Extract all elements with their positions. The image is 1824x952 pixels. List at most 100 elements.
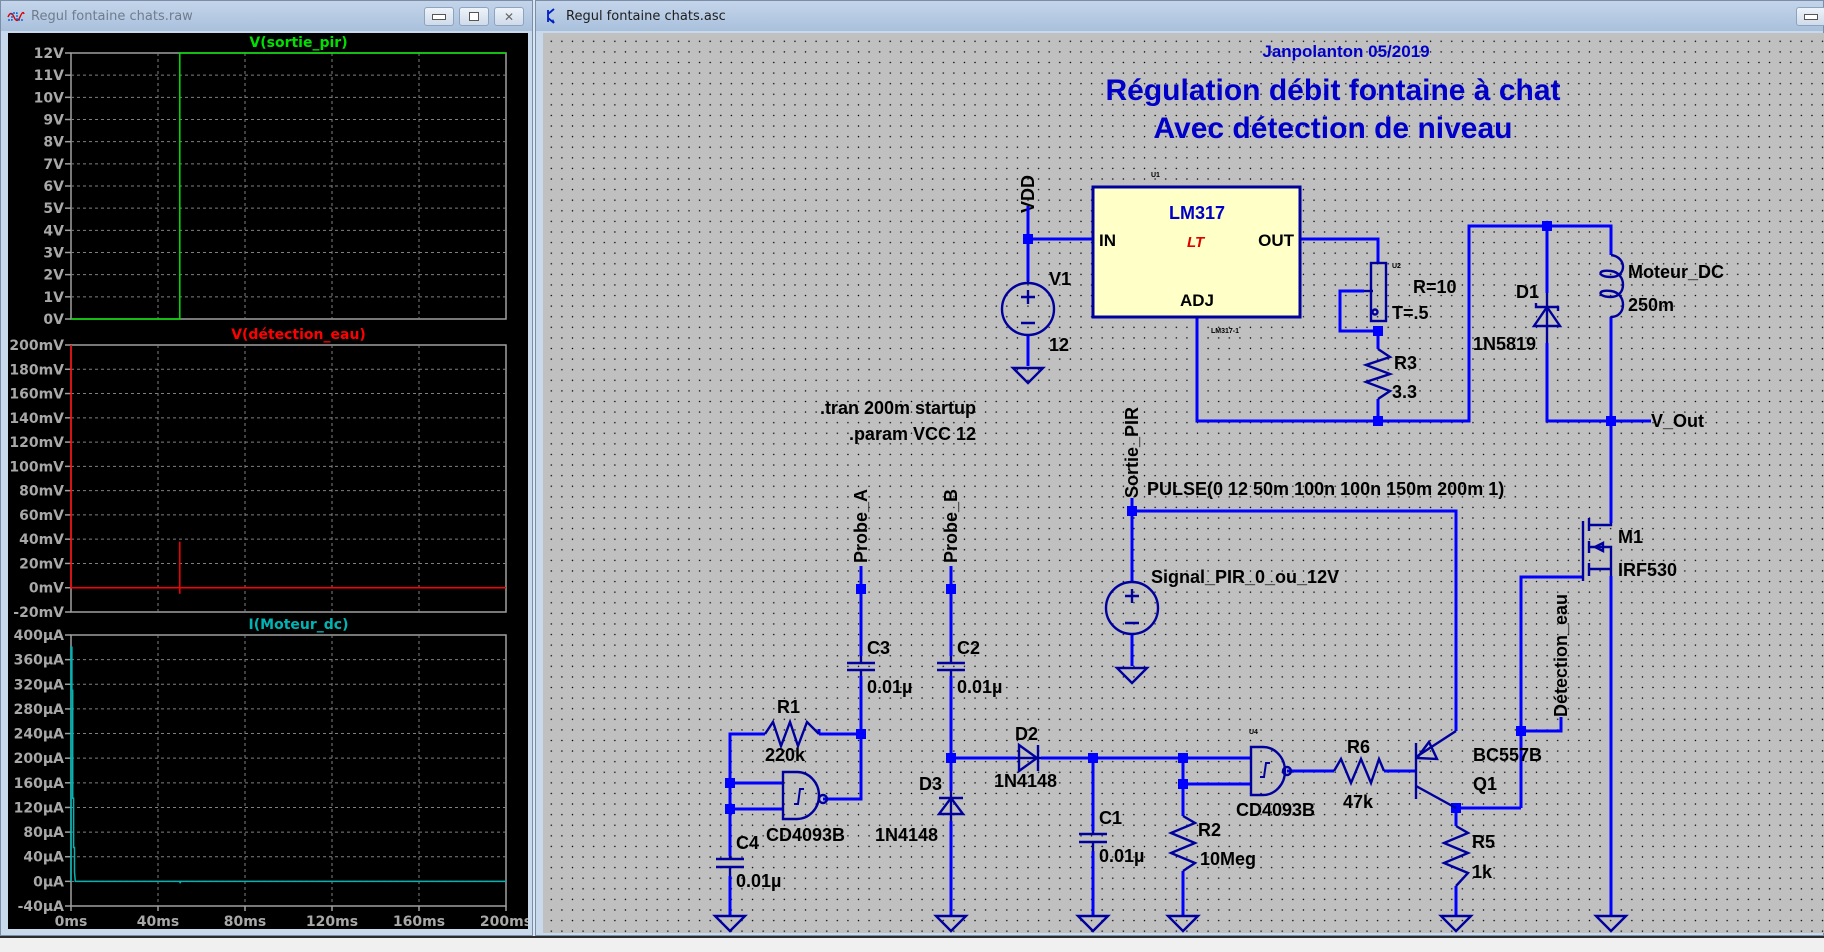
capacitor-c2-icon[interactable] [937, 656, 965, 676]
vdd-net-label[interactable]: VDD [1018, 175, 1038, 213]
y-tick-label: 7V [43, 157, 64, 173]
resistor-r1-icon[interactable] [764, 718, 820, 750]
wire [1300, 237, 1380, 263]
close-button[interactable]: ✕ [494, 7, 524, 26]
junction-dot [725, 804, 735, 814]
wire [1132, 509, 1458, 731]
junction-dot [1373, 326, 1383, 336]
plot-title: I(Moteur_dc) [249, 617, 349, 633]
capacitor-c1-icon[interactable] [1079, 831, 1107, 851]
schematic-canvas[interactable]: LT Janpolanton 05/2019 Régulation débit … [543, 33, 1824, 933]
minimize-icon [1804, 13, 1818, 20]
junction-dot [856, 729, 866, 739]
y-tick-label: 140mV [9, 411, 64, 427]
ground-icon [712, 914, 748, 933]
maximize-button[interactable] [459, 7, 489, 26]
y-tick-label: 4V [43, 223, 64, 239]
y-tick-label: -20mV [13, 605, 64, 621]
m1-value: IRF530 [1618, 560, 1677, 580]
r1-value: 220k [765, 745, 806, 765]
junction-dot [1178, 753, 1188, 763]
plot-frame [70, 634, 507, 907]
d2-label: D2 [1015, 724, 1038, 744]
plot-frame [70, 344, 507, 613]
resistor-r5-icon[interactable] [1440, 824, 1472, 887]
detection-eau-net-label[interactable]: Détection_eau [1551, 594, 1571, 717]
capacitor-c3-icon[interactable] [847, 656, 875, 676]
trace-2 [70, 646, 506, 884]
y-tick-label: 9V [43, 113, 64, 129]
y-tick-label: 120µA [14, 800, 65, 816]
y-tick-label: 0µA [33, 874, 64, 890]
transistor-q1-icon[interactable] [1414, 729, 1457, 810]
schematic-minimize-button[interactable] [1796, 7, 1824, 26]
probe-b-net-label[interactable]: Probe_B [941, 489, 961, 563]
r6-label: R6 [1347, 737, 1370, 757]
diode-d2-icon[interactable] [1016, 742, 1041, 774]
inductor-motor-icon[interactable] [1599, 253, 1625, 319]
y-tick-label: 5V [43, 201, 64, 217]
c1-value: 0.01µ [1099, 846, 1144, 866]
tran-directive[interactable]: .tran 200m startup [820, 398, 976, 418]
wire [823, 676, 863, 801]
r3-label: R3 [1394, 353, 1417, 373]
minimize-button[interactable] [424, 7, 454, 26]
y-tick-label: 80mV [19, 484, 64, 500]
lm317-pin-out: OUT [1258, 231, 1295, 250]
capacitor-c4-icon[interactable] [716, 856, 744, 876]
resistor-r2-icon[interactable] [1167, 814, 1199, 872]
schematic-titlebar[interactable]: Regul fontaine chats.asc [536, 1, 1823, 31]
schematic-title-line1: Régulation débit fontaine à chat [1105, 74, 1560, 107]
c4-value: 0.01µ [736, 871, 781, 891]
junction-dot [1127, 506, 1137, 516]
c3-label: C3 [867, 638, 890, 658]
status-bar [0, 936, 1824, 952]
y-tick-label: 180mV [9, 362, 64, 378]
lm317-model: LM317-1 [1211, 328, 1239, 335]
param-directive[interactable]: .param VCC 12 [849, 424, 976, 444]
junction-dot [1023, 234, 1033, 244]
resistor-r3-icon[interactable] [1362, 348, 1394, 400]
lt-logo: LT [1187, 234, 1206, 251]
pir-signal-source-icon[interactable] [1104, 580, 1160, 636]
r1-label: R1 [777, 697, 800, 717]
diode-d1-icon[interactable] [1531, 293, 1563, 343]
y-tick-label: 11V [34, 68, 64, 84]
sortie-pir-net-label[interactable]: Sortie_PIR [1122, 407, 1142, 498]
nand-gate-u3-icon[interactable] [781, 770, 829, 821]
motor-value: 250m [1628, 295, 1674, 315]
author-text: Janpolanton 05/2019 [1262, 42, 1429, 61]
plot-title: V(détection_eau) [231, 327, 366, 343]
y-tick-label: 60mV [19, 508, 64, 524]
u3-value: CD4093B [766, 825, 845, 845]
waveform-svg[interactable]: 12V11V10V9V8V7V6V5V4V3V2V1V0VV(sortie_pi… [8, 33, 532, 930]
d3-value: 1N4148 [875, 825, 938, 845]
schematic-app-icon [547, 8, 555, 24]
y-tick-label: 200µA [14, 751, 65, 767]
schematic-svg[interactable]: LT Janpolanton 05/2019 Régulation débit … [543, 33, 1824, 933]
schematic-window-title: Regul fontaine chats.asc [566, 8, 726, 24]
y-tick-label: 320µA [14, 677, 65, 693]
y-tick-label: 10V [34, 90, 64, 106]
y-tick-label: 8V [43, 135, 64, 151]
waveform-window-title: Regul fontaine chats.raw [31, 8, 193, 24]
x-tick-label: 200ms [480, 914, 528, 929]
motor-label: Moteur_DC [1628, 262, 1724, 282]
y-tick-label: 120mV [9, 435, 64, 451]
diode-d3-icon[interactable] [936, 791, 966, 821]
resistor-r6-icon[interactable] [1332, 755, 1386, 787]
nand-gate-u4-icon[interactable] [1249, 745, 1293, 797]
lm317-name: LM317 [1169, 203, 1225, 223]
c1-label: C1 [1099, 808, 1122, 828]
junction-dot [856, 584, 866, 594]
u4-ref: U4 [1249, 729, 1258, 736]
lm317-body[interactable] [1091, 185, 1302, 319]
probe-a-net-label[interactable]: Probe_A [851, 489, 871, 563]
v1-voltage-source-icon[interactable] [1000, 281, 1056, 337]
lm317-pin-adj: ADJ [1180, 291, 1214, 310]
q1-label: Q1 [1473, 774, 1497, 794]
mosfet-m1-icon[interactable] [1581, 518, 1613, 581]
potentiometer-icon[interactable] [1364, 261, 1388, 323]
d1-label: D1 [1516, 282, 1539, 302]
